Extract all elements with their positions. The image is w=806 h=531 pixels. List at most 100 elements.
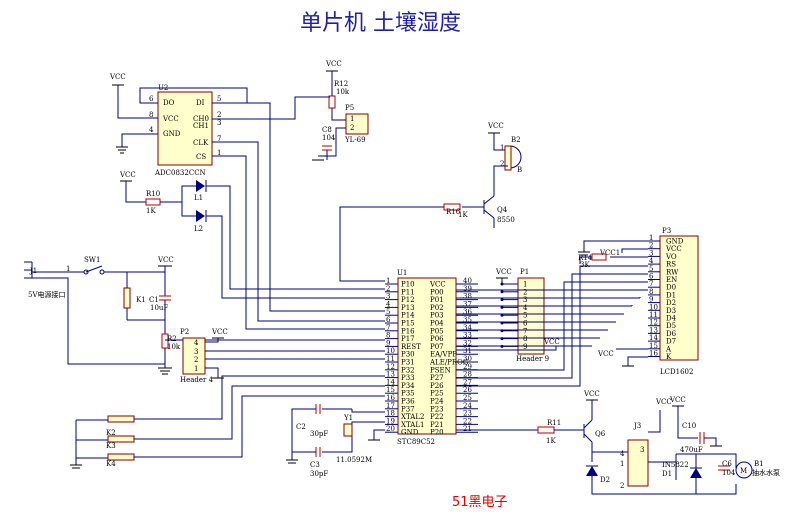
p5-pin-1: 1 (350, 115, 354, 123)
u1-pin-num-left: 7 (386, 324, 390, 332)
key-k4: K4 (106, 460, 116, 468)
d2-ref: D2 (600, 476, 610, 484)
u2-pin-cs: CS (196, 153, 206, 161)
j3-ref: J3 (633, 422, 641, 430)
lcd-pin-name: GND (666, 238, 684, 246)
u2-pin-num-3: 3 (217, 119, 221, 127)
c6-ref: C6 (722, 460, 732, 468)
p5-ref: P5 (345, 104, 354, 112)
p1-pin-num: 9 (523, 343, 527, 351)
c2-value: 30pF (310, 430, 328, 438)
u1-pin-name-right: P23 (430, 405, 444, 413)
c1-value: 10uF (150, 304, 168, 312)
p5-pin-2: 2 (350, 124, 354, 132)
lcd-pin-name: VO (665, 253, 677, 261)
vcc-label-r12: VCC (325, 60, 342, 68)
r2-ref: R2 (167, 335, 177, 343)
u1-pin-num-left: 4 (386, 300, 391, 308)
lcd-pin-num: 8 (649, 288, 653, 296)
sw1-ref: SW1 (84, 256, 100, 264)
vcc-label-c10: VCC (669, 396, 686, 404)
lcd-pin-name: VCC (665, 245, 682, 253)
u1-pin-num-right: 25 (463, 394, 472, 402)
p1-pin-num: 6 (523, 320, 528, 328)
u1-pin-num-right: 30 (463, 355, 472, 363)
u2-pin-num-6: 6 (149, 95, 154, 103)
lcd-pin-num: 7 (649, 280, 653, 288)
u2-pin-num-4: 4 (149, 126, 154, 134)
led-l1: L1 (194, 180, 207, 202)
k1-ref: K1 (136, 296, 146, 304)
u2-pin-gnd: GND (163, 130, 181, 138)
p1-pin-num: 3 (523, 296, 527, 304)
u1-pin-num-right: 37 (463, 300, 472, 308)
vcc-label-u2: VCC (109, 73, 126, 81)
u1-pin-name-left: P16 (401, 327, 415, 335)
u1-pin-name-right: VCC (429, 281, 446, 289)
u1-pin-name-left: P31 (401, 359, 415, 367)
u1-pin-name-right: P06 (430, 335, 444, 343)
u1-pin-name-left: P10 (401, 281, 415, 289)
vcc-label-lcd-a: VCC (597, 350, 614, 358)
j1-ref: J1 (29, 267, 37, 275)
u1-pin-name-right: P24 (430, 398, 444, 406)
u1-pin-name-right: ALE/PROG (429, 359, 469, 367)
d1-ref: D1 (662, 470, 672, 478)
u1-pin-num-right: 39 (463, 285, 472, 293)
vcc-label-r10: VCC (119, 171, 136, 179)
u1-pin-name-left: P33 (401, 374, 415, 382)
u1-pin-num-left: 16 (386, 394, 395, 402)
u1-pin-name-left: P36 (401, 398, 415, 406)
relay-pin-1: 1 (620, 460, 624, 468)
d1-part: IN5822 (662, 461, 689, 469)
u1-pin-num-left: 12 (386, 363, 395, 371)
p1-pin-num: 8 (523, 335, 527, 343)
c1-ref: C1 (149, 296, 159, 304)
vcc-label-p1: VCC (495, 268, 512, 276)
u2-pin-num-1: 1 (217, 149, 221, 157)
u1-pin-name-right: P21 (430, 421, 444, 429)
u1-pin-num-right: 26 (463, 386, 472, 394)
lcd-pin-num: 14 (649, 334, 658, 342)
lcd-pin-num: 13 (649, 326, 658, 334)
u1-pin-num-left: 17 (386, 402, 395, 410)
u1-pin-num-right: 21 (463, 425, 472, 433)
vcc-label-q6: VCC (583, 390, 600, 398)
p1-pin-num: 4 (523, 304, 528, 312)
r11-ref: R11 (547, 419, 561, 427)
key-k2: K2 (106, 429, 116, 437)
c8-value: 104 (322, 134, 336, 142)
lcd-pin-num: 11 (649, 311, 658, 319)
u1-pin-num-right: 27 (463, 378, 472, 386)
u1-pin-name-left: GND (401, 429, 419, 437)
u1-pin-num-left: 1 (386, 277, 390, 285)
vcc-label-reset: VCC (157, 256, 174, 264)
u1-pin-name-left: P12 (401, 296, 415, 304)
mcu-chip-u1: U1 STC89C52 (397, 269, 457, 446)
b1-symbol: M (740, 467, 747, 475)
p2-pin-2: 2 (194, 356, 198, 364)
r10-value: 1K (146, 207, 156, 215)
u2-pin-ch1: CH1 (193, 122, 209, 130)
q4-part: 8550 (497, 216, 515, 224)
svg-text:L2: L2 (194, 225, 203, 233)
relay-pin-4: 4 (620, 450, 625, 458)
lcd-pin-name: D7 (666, 338, 676, 346)
lcd-pin-num: 4 (649, 257, 654, 265)
lcd-pin-num: 10 (649, 303, 658, 311)
p1-pin-num: 2 (523, 288, 527, 296)
q6-ref: Q6 (595, 430, 606, 438)
u1-pin-name-right: P03 (430, 312, 444, 320)
lcd-pin-num: 9 (649, 296, 653, 304)
r10-ref: R10 (146, 190, 160, 198)
p2-pin-3: 3 (194, 348, 198, 356)
lcd-pin-num: 5 (649, 265, 653, 273)
sensor-header-p5 (345, 113, 369, 135)
u1-pin-name-right: P07 (430, 343, 444, 351)
r12-value: 10k (336, 88, 350, 96)
crystal-y1 (343, 423, 353, 437)
transistor-q4 (483, 195, 495, 228)
button-keys: K2 K3 K4 (75, 415, 135, 468)
u1-pin-num-right: 40 (463, 277, 472, 285)
